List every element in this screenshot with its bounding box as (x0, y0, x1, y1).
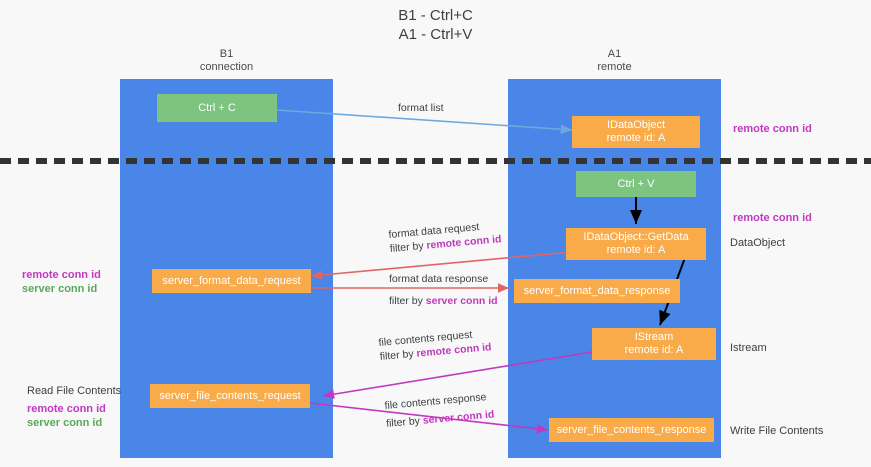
node-ctrl-v[interactable]: Ctrl + V (576, 171, 696, 197)
edge-label-format-list: format list (398, 102, 444, 114)
filter-prefix: filter by (379, 347, 417, 363)
side-label-write-file-contents: Write File Contents (730, 425, 824, 437)
side-label-remote-conn-id-top: remote conn id (733, 123, 812, 135)
node-idataobject[interactable]: IDataObject remote id: A (572, 116, 700, 148)
server-conn-id-highlight: server conn id (425, 295, 498, 307)
side-label-left-remote-conn-id: remote conn id (22, 269, 101, 281)
filter-prefix: filter by (389, 295, 426, 307)
arrow-file-contents-request (322, 351, 593, 399)
lane-header-b1: B1 connection (199, 48, 254, 73)
edge-label-format-data-response: format data response filter by server co… (389, 272, 498, 308)
edge-label-format-data-response-line1: format data response (389, 273, 489, 285)
page-title: B1 - Ctrl+C A1 - Ctrl+V (398, 7, 473, 43)
arrow-file-contents-response (309, 402, 549, 434)
edge-label-format-data-response-line2: filter by server conn id (389, 294, 498, 308)
side-label-read-file-contents: Read File Contents (27, 385, 122, 397)
filter-prefix: filter by (385, 414, 424, 430)
lane-header-a1: A1 remote (597, 48, 632, 73)
side-label-istream: Istream (730, 342, 767, 354)
side-label-left-server-conn-id: server conn id (22, 283, 98, 295)
arrow-format-data-request (310, 251, 572, 280)
node-server-format-data-request[interactable]: server_format_data_request (152, 269, 311, 293)
node-server-file-contents-request[interactable]: server_file_contents_request (150, 384, 310, 408)
node-server-format-data-response[interactable]: server_format_data_response (514, 279, 680, 303)
node-istream[interactable]: IStream remote id: A (592, 328, 716, 360)
side-label-remote-conn-id-mid: remote conn id (733, 212, 812, 224)
filter-prefix: filter by (389, 239, 427, 255)
side-label-dataobject: DataObject (730, 237, 786, 249)
side-label-left-server-conn-id-2: server conn id (27, 417, 103, 429)
node-server-file-contents-response[interactable]: server_file_contents_response (549, 418, 714, 442)
node-idataobject-getdata[interactable]: IDataObject::GetData remote id: A (566, 228, 706, 260)
arrow-format-list (275, 109, 573, 135)
side-label-left-remote-conn-id-2: remote conn id (27, 403, 106, 415)
node-ctrl-c[interactable]: Ctrl + C (157, 94, 277, 122)
